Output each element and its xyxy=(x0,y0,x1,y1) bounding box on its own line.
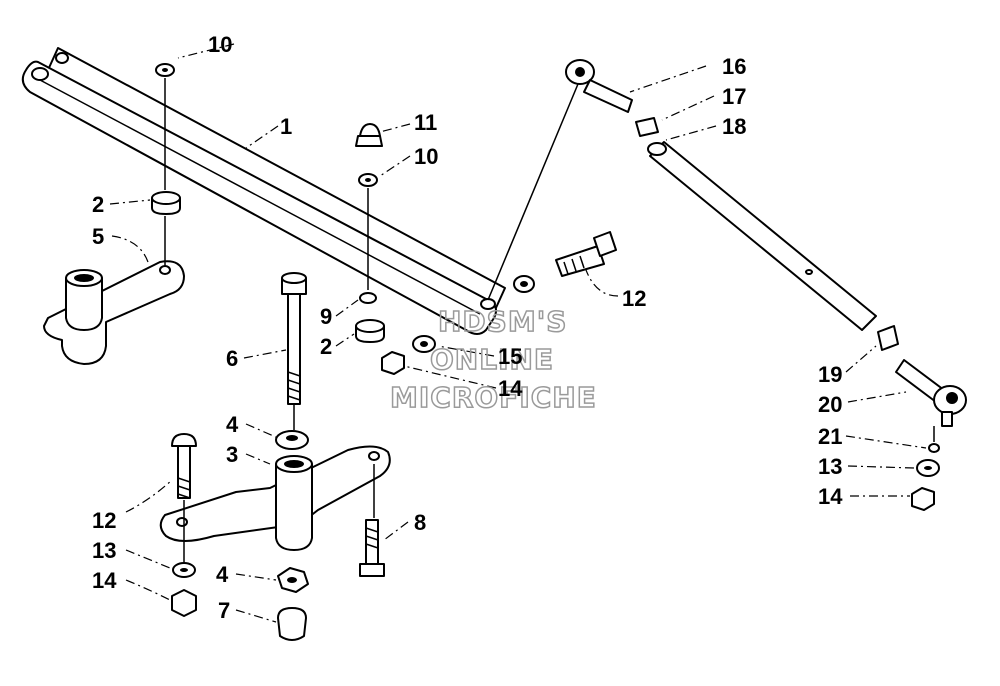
callout-3: 3 xyxy=(226,442,238,467)
part-14-nut-right xyxy=(911,487,935,511)
callout-10-top: 10 xyxy=(208,32,232,57)
part-7-cap xyxy=(277,607,307,641)
callout-2-lower: 2 xyxy=(320,334,332,359)
watermark: HDSM'S ONLINE MICROFICHE xyxy=(389,304,597,415)
callout-19: 19 xyxy=(818,362,842,387)
part-17-jam-nut xyxy=(635,117,659,137)
callout-17: 17 xyxy=(722,84,746,109)
callout-20: 20 xyxy=(818,392,842,417)
part-5-pivot-bracket xyxy=(43,260,185,365)
callout-10-mid: 10 xyxy=(414,144,438,169)
part-9-washer xyxy=(359,292,377,304)
callout-13-left: 13 xyxy=(92,538,116,563)
callout-12-left: 12 xyxy=(92,508,116,533)
part-4-washer-upper xyxy=(275,430,309,450)
part-12-bolt-right xyxy=(555,231,617,277)
part-14-nut-left xyxy=(171,589,197,617)
callouts: 10 1 2 5 11 10 6 9 2 15 14 12 16 17 18 1… xyxy=(92,32,843,623)
callout-14-left: 14 xyxy=(92,568,117,593)
callout-4-upper: 4 xyxy=(226,412,239,437)
part-19-jam-nut xyxy=(877,325,899,351)
callout-1: 1 xyxy=(280,114,292,139)
part-21-washer xyxy=(928,443,940,453)
part-13-washer-right-hole xyxy=(924,466,932,470)
callout-15: 15 xyxy=(498,344,522,369)
part-washer-right-hole xyxy=(520,281,528,287)
callout-2-top: 2 xyxy=(92,192,104,217)
watermark-line-1: HDSM'S xyxy=(438,305,567,338)
part-11-nut xyxy=(355,123,383,147)
part-10-washer-mid-hole xyxy=(365,178,371,182)
part-13-washer-left-hole xyxy=(180,568,188,572)
callout-14-right: 14 xyxy=(818,484,843,509)
callout-21: 21 xyxy=(818,424,842,449)
callout-4-lower: 4 xyxy=(216,562,229,587)
part-20-rod-end-lower xyxy=(895,359,967,427)
callout-7: 7 xyxy=(218,598,230,623)
callout-18: 18 xyxy=(722,114,746,139)
leader-lines xyxy=(109,43,927,623)
callout-8: 8 xyxy=(414,510,426,535)
callout-13-right: 13 xyxy=(818,454,842,479)
callout-11: 11 xyxy=(414,110,437,135)
part-18-tube xyxy=(647,141,877,331)
part-2-spacer-top xyxy=(151,191,181,215)
part-15-washer-hole xyxy=(420,341,428,347)
callout-12-right: 12 xyxy=(622,286,646,311)
assembly-lines xyxy=(164,78,935,562)
part-16-rod-end-upper xyxy=(565,59,633,113)
watermark-line-3: MICROFICHE xyxy=(390,381,597,414)
part-10-washer-hole xyxy=(162,68,168,72)
part-1-steering-arm xyxy=(21,47,506,335)
part-3-lower-bracket xyxy=(159,445,391,551)
part-14-nut-center xyxy=(381,351,405,375)
part-4-nut-lower xyxy=(277,567,309,593)
callout-16: 16 xyxy=(722,54,746,79)
callout-5: 5 xyxy=(92,224,104,249)
part-12-bolt-left xyxy=(171,433,197,499)
callout-14-center: 14 xyxy=(498,376,523,401)
callout-9: 9 xyxy=(320,304,332,329)
watermark-line-2: ONLINE xyxy=(430,343,554,376)
part-6-long-bolt xyxy=(281,272,307,405)
callout-6: 6 xyxy=(226,346,238,371)
part-8-bolt xyxy=(359,519,385,577)
part-2-spacer-lower xyxy=(355,319,385,343)
